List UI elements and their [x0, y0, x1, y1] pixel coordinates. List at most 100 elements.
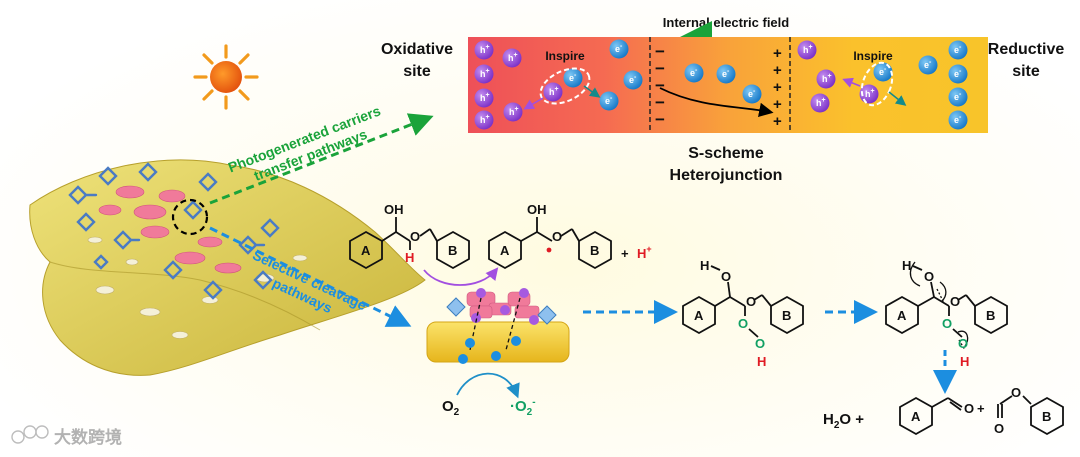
- inspire-label-right: Inspire: [853, 49, 893, 63]
- svg-text:+: +: [977, 401, 985, 416]
- svg-text:O: O: [721, 269, 731, 284]
- svg-text:+: +: [773, 96, 782, 113]
- svg-text:+: +: [773, 45, 782, 62]
- svg-text:h+: h+: [803, 44, 813, 55]
- svg-text:A: A: [911, 409, 921, 424]
- cleavage-pathway-arrow: [209, 226, 412, 327]
- svg-text:site: site: [403, 63, 431, 80]
- proton-label: H+: [637, 244, 652, 261]
- svg-text:H: H: [700, 258, 709, 273]
- svg-text:h+: h+: [480, 44, 490, 55]
- svg-text:OH: OH: [384, 202, 404, 217]
- svg-text:−: −: [655, 76, 665, 95]
- svg-text:e-: e-: [615, 43, 623, 54]
- o2-reduction-arrow: [456, 372, 520, 399]
- svg-text:h+: h+: [822, 73, 832, 84]
- svg-text:h+: h+: [816, 97, 826, 108]
- svg-text:B: B: [986, 308, 995, 323]
- cleavage-intermediate: [885, 265, 1008, 338]
- svg-text:O: O: [755, 336, 765, 351]
- svg-text:e-: e-: [748, 88, 756, 99]
- svg-text:e-: e-: [954, 114, 962, 125]
- h-transfer-arrow: [423, 267, 499, 286]
- svg-text:B: B: [590, 243, 599, 258]
- svg-text:h+: h+: [480, 68, 490, 79]
- svg-text:−: −: [655, 110, 665, 129]
- svg-text:O: O: [924, 269, 934, 284]
- minus-signs: + −−−−−: [655, 42, 665, 129]
- svg-text:h+: h+: [549, 86, 559, 97]
- svg-text:O: O: [746, 294, 756, 309]
- svg-text:O: O: [958, 336, 968, 351]
- svg-text:Heterojunction: Heterojunction: [670, 167, 783, 184]
- svg-text:O: O: [738, 316, 748, 331]
- recombination-arrow: [659, 87, 774, 117]
- svg-text:B: B: [1042, 409, 1051, 424]
- svg-text:e-: e-: [605, 95, 613, 106]
- svg-text:H: H: [960, 354, 969, 369]
- inspire-label-left: Inspire: [545, 49, 585, 63]
- svg-text:h+: h+: [509, 106, 519, 117]
- water-label: H2O +: [823, 411, 864, 431]
- svg-text:B: B: [782, 308, 791, 323]
- svg-text:e-: e-: [954, 44, 962, 55]
- field-label: Internal electric field: [663, 15, 789, 30]
- peroxide-intermediate: [682, 265, 804, 338]
- svg-text:−: −: [655, 93, 665, 112]
- svg-text:H: H: [757, 354, 766, 369]
- benzaldehyde-product: [899, 396, 963, 436]
- svg-text:O: O: [942, 316, 952, 331]
- svg-text:O: O: [950, 294, 960, 309]
- watermark-text: 大数跨境: [54, 427, 122, 447]
- svg-text:O: O: [964, 401, 974, 416]
- svg-text:h+: h+: [480, 92, 490, 103]
- svg-text:H: H: [902, 258, 911, 273]
- svg-text:e-: e-: [879, 66, 887, 77]
- svg-text:O: O: [1011, 385, 1021, 400]
- abstracted-h: H: [405, 250, 414, 265]
- superoxide-label: ·O2-: [510, 397, 536, 418]
- svg-text:e-: e-: [954, 91, 962, 102]
- svg-text:e-: e-: [954, 68, 962, 79]
- svg-text:−: −: [655, 59, 665, 78]
- formate-ester-product: [997, 395, 1064, 436]
- svg-text:+: +: [773, 62, 782, 79]
- svg-text:−: −: [655, 42, 665, 61]
- carrier-labels: h+ h+ h+ h+ h+ h+ h+ h+ h+ h+ h+ e- e- e…: [480, 43, 962, 125]
- svg-text:h+: h+: [480, 114, 490, 125]
- svg-text:e-: e-: [690, 67, 698, 78]
- oxidative-label: Oxidative: [381, 41, 453, 58]
- svg-text:h+: h+: [865, 88, 875, 99]
- svg-text:site: site: [1012, 63, 1040, 80]
- catalyst-particle: [426, 288, 570, 364]
- svg-text:OH: OH: [527, 202, 547, 217]
- plus-signs: +++++: [773, 45, 782, 130]
- svg-text:e-: e-: [924, 59, 932, 70]
- svg-text:+: +: [773, 113, 782, 130]
- svg-text:B: B: [448, 243, 457, 258]
- scheme-label: S-scheme: [688, 145, 764, 162]
- watermark-logo: [11, 425, 49, 444]
- catalyst-sheet: [29, 159, 426, 376]
- svg-text:A: A: [500, 243, 510, 258]
- svg-text:O: O: [994, 421, 1004, 436]
- focus-circle: [171, 198, 209, 236]
- svg-text:h+: h+: [508, 52, 518, 63]
- svg-text:O: O: [410, 229, 420, 244]
- svg-text:e-: e-: [629, 74, 637, 85]
- svg-text:A: A: [694, 308, 704, 323]
- svg-text:+: +: [621, 246, 629, 261]
- svg-text:+: +: [773, 79, 782, 96]
- substrate-molecule: [349, 217, 470, 270]
- sun-icon: [193, 44, 259, 110]
- svg-text:A: A: [361, 243, 371, 258]
- reductive-label: Reductive: [988, 41, 1065, 58]
- o2-label: O2: [442, 398, 460, 418]
- svg-text:A: A: [897, 308, 907, 323]
- radical-molecule: [488, 217, 612, 270]
- svg-text:e-: e-: [569, 72, 577, 83]
- radical-dot: [546, 247, 552, 253]
- svg-text:e-: e-: [722, 68, 730, 79]
